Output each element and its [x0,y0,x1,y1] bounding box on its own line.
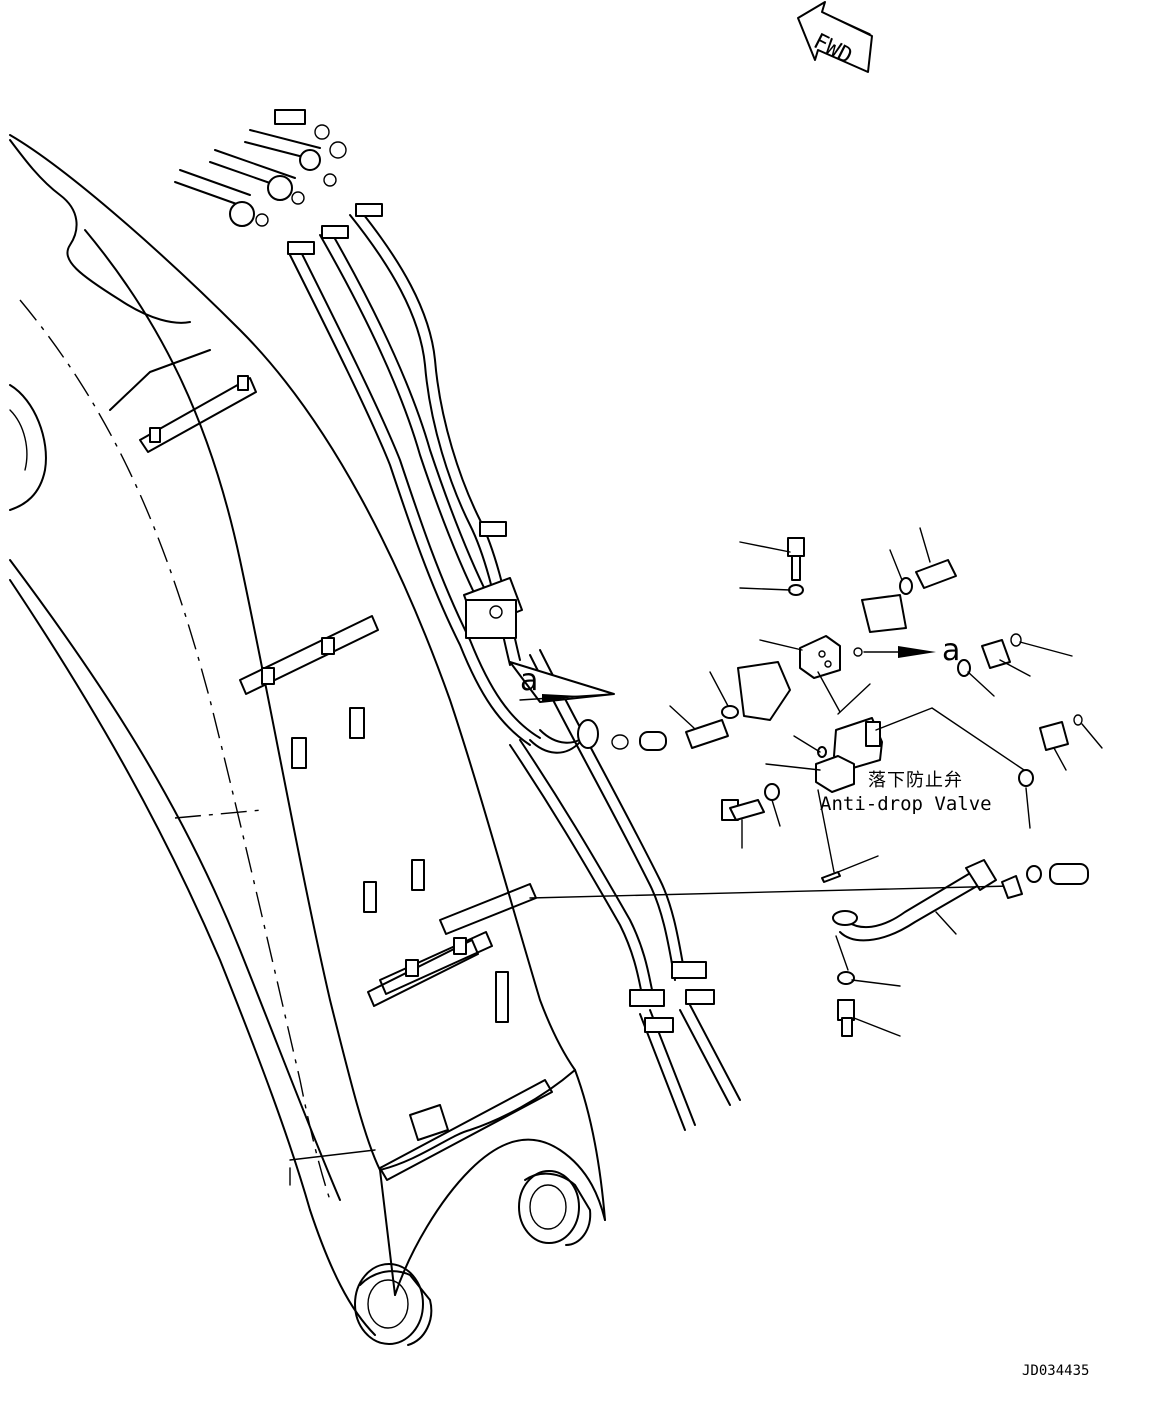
boom-body [9,134,606,1346]
reference-a-right: a [942,633,960,668]
valve-label-japanese: 落下防止弁 [868,770,963,791]
anti-drop-valve-assembly [529,537,1089,1037]
valve-label-english: Anti-drop Valve [820,793,992,815]
reference-a-left: a [520,663,538,698]
hydraulic-pipes [174,109,741,1131]
reference-a-left-arrow-icon [542,694,580,702]
leader-lines [669,527,1103,1037]
fwd-arrow-icon: FWD [797,1,873,73]
drawing-id: JD034435 [1022,1363,1089,1379]
boom-clamps [109,349,553,1186]
